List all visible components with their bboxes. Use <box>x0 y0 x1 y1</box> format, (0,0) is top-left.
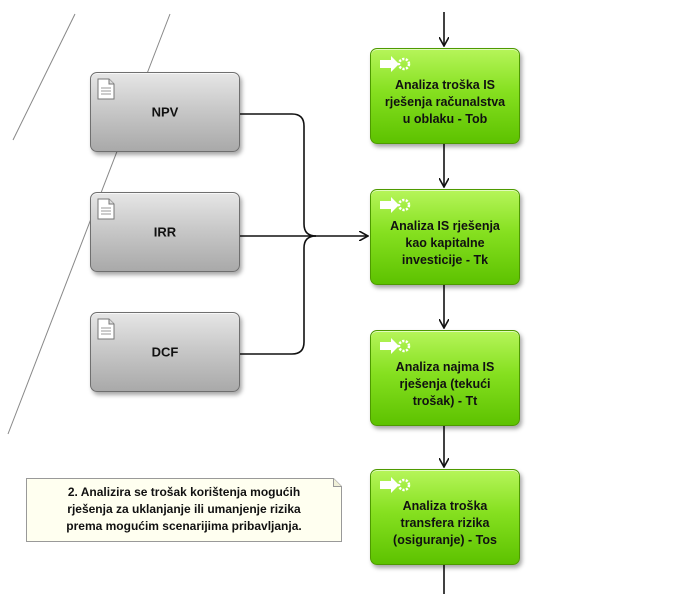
arrow-gear-icon <box>380 477 411 493</box>
lane-boundary-line <box>12 13 76 141</box>
process-step-1[interactable]: Analiza troška IS rješenja računalstva u… <box>370 48 520 144</box>
arrow-gear-icon <box>380 197 411 213</box>
note-shape <box>26 478 342 542</box>
document-icon <box>97 198 115 220</box>
process-label: Analiza troška transfera rizika (osigura… <box>393 499 497 547</box>
process-step-4[interactable]: Analiza troška transfera rizika (osigura… <box>370 469 520 565</box>
annotation-note[interactable]: 2. Analizira se trošak korištenja mogući… <box>26 478 342 542</box>
document-icon <box>97 318 115 340</box>
process-label: Analiza IS rješenja kao kapitalne invest… <box>390 219 500 267</box>
process-label: Analiza troška IS rješenja računalstva u… <box>384 78 506 126</box>
input-box-irr[interactable]: IRR <box>90 192 240 272</box>
input-connector-npv <box>238 113 317 237</box>
input-label: DCF <box>151 344 179 360</box>
input-connector-dcf <box>238 235 317 355</box>
process-label: Analiza najma IS rješenja (tekući trošak… <box>395 360 495 408</box>
input-label: IRR <box>153 224 177 240</box>
process-step-2[interactable]: Analiza IS rješenja kao kapitalne invest… <box>370 189 520 285</box>
input-box-npv[interactable]: NPV <box>90 72 240 152</box>
document-icon <box>97 78 115 100</box>
input-label: NPV <box>151 104 179 120</box>
note-text: 2. Analizira se trošak korištenja mogući… <box>66 485 302 533</box>
arrow-gear-icon <box>380 338 411 354</box>
arrow-gear-icon <box>380 56 411 72</box>
input-box-dcf[interactable]: DCF <box>90 312 240 392</box>
process-step-3[interactable]: Analiza najma IS rješenja (tekući trošak… <box>370 330 520 426</box>
